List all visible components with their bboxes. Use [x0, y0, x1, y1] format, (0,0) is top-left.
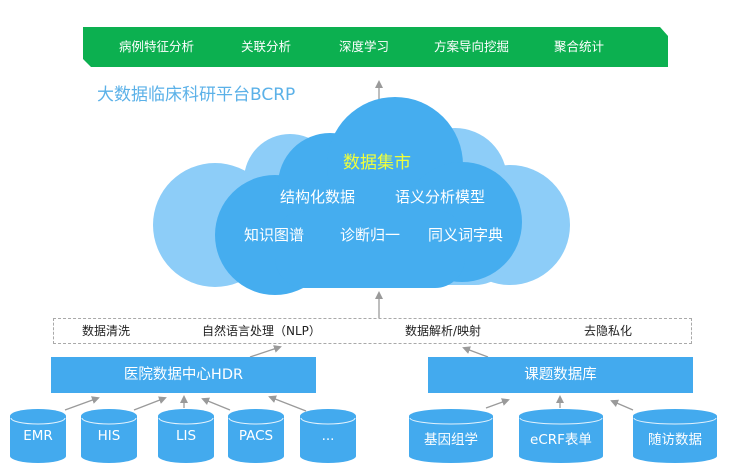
arrow-db-followup-to-project	[610, 399, 634, 411]
analysis-banner: 病例特征分析 关联分析 深度学习 方案导向挖掘 聚合统计	[83, 27, 668, 67]
cloud-item-diagnosis-normalization: 诊断归一	[340, 226, 401, 244]
banner-item-case-features[interactable]: 病例特征分析	[119, 39, 195, 54]
arrow-db-his-to-hdr	[133, 396, 167, 411]
cloud-item-structured-data: 结构化数据	[280, 188, 356, 206]
hdr-box[interactable]: 医院数据中心HDR	[51, 357, 316, 393]
banner-item-scheme-mining[interactable]: 方案导向挖掘	[434, 39, 510, 54]
arrow-db-emr-to-hdr	[64, 396, 100, 411]
process-nlp: 自然语言处理（NLP）	[202, 324, 321, 338]
db-his-label: HIS	[97, 428, 121, 444]
db-more-label: ...	[321, 428, 335, 444]
banner-item-deep-learning[interactable]: 深度学习	[339, 39, 390, 54]
banner-item-correlation[interactable]: 关联分析	[241, 39, 292, 54]
arrow-hdr-to-processing	[249, 345, 282, 358]
processing-box: 数据清洗 自然语言处理（NLP） 数据解析/映射 去隐私化	[53, 318, 692, 344]
db-ecrf-cylinder	[519, 409, 603, 463]
db-lis-cylinder	[158, 409, 214, 463]
db-genomics-cylinder	[409, 409, 493, 463]
cloud-front-shape	[215, 97, 522, 295]
arrow-project-to-processing	[462, 346, 489, 358]
db-pacs-cylinder	[228, 409, 284, 463]
db-lis-label: LIS	[175, 428, 197, 444]
db-genomics-label: 基因组学	[424, 432, 478, 448]
arrow-db-more-to-hdr	[268, 395, 307, 412]
db-emr-cylinder	[10, 409, 66, 463]
process-data-parsing-mapping: 数据解析/映射	[405, 324, 482, 338]
process-deidentification: 去隐私化	[584, 324, 633, 338]
process-data-cleaning: 数据清洗	[82, 324, 131, 338]
project-database-box[interactable]: 课题数据库	[428, 357, 693, 393]
db-more-cylinder	[300, 409, 356, 463]
cloud-item-knowledge-graph: 知识图谱	[244, 226, 305, 244]
db-his-cylinder	[81, 409, 137, 463]
platform-title: 大数据临床科研平台BCRP	[97, 85, 296, 105]
db-emr-label: EMR	[23, 428, 53, 444]
cloud-item-synonym-dictionary: 同义词字典	[428, 226, 504, 244]
db-followup-cylinder	[633, 409, 717, 463]
arrow-db-genomics-to-project	[485, 398, 510, 409]
cloud-title: 数据集市	[343, 153, 411, 173]
db-pacs-label: PACS	[238, 428, 274, 444]
db-followup-label: 随访数据	[648, 432, 702, 448]
banner-item-aggregate-stats[interactable]: 聚合统计	[554, 39, 605, 54]
arrow-db-pacs-to-hdr	[201, 397, 231, 411]
cloud-item-semantic-model: 语义分析模型	[395, 188, 486, 206]
db-ecrf-label: eCRF表单	[530, 432, 592, 448]
